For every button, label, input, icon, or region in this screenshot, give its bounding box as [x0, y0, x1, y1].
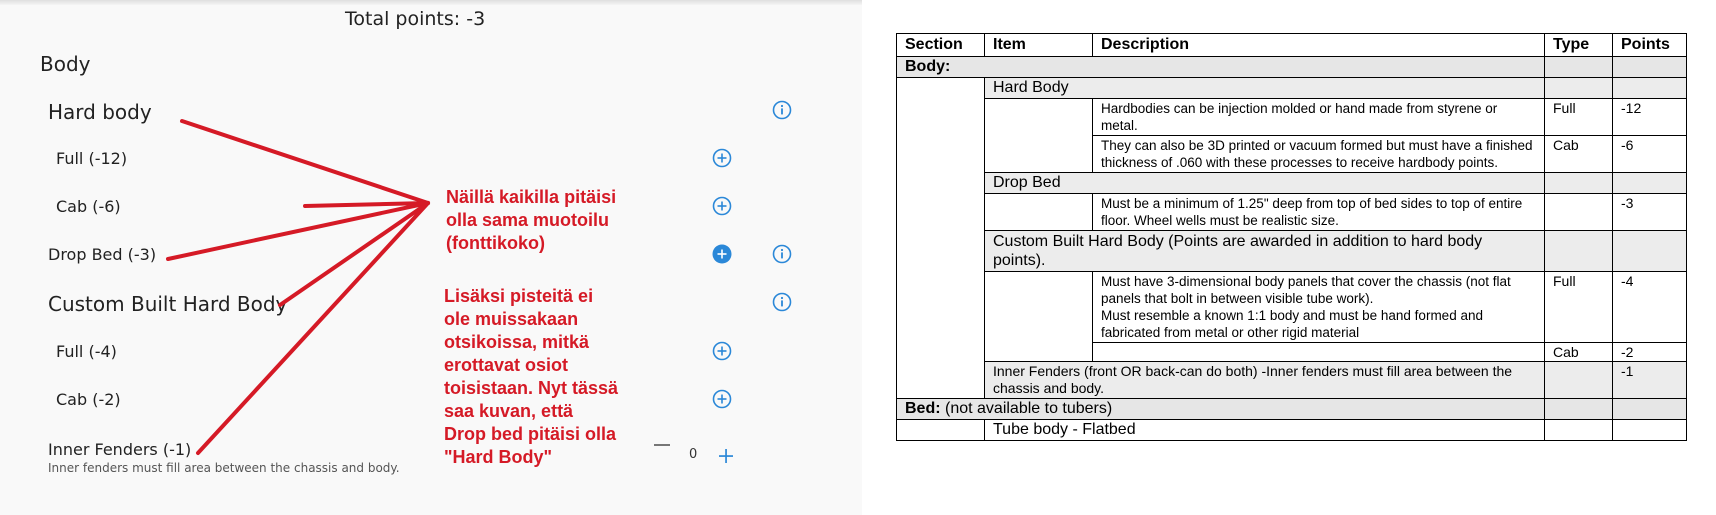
window-top-edge: [0, 0, 862, 5]
table-row: Drop Bed: [897, 172, 1687, 194]
item-inner-fenders: Inner Fenders (-1): [48, 440, 192, 459]
desc-cell: Hardbodies can be injection molded or ha…: [1092, 98, 1545, 136]
col-header-item: Item: [984, 33, 1093, 57]
type-cell: Full: [1544, 98, 1613, 136]
item-drop-bed: Drop Bed (-3): [48, 245, 157, 264]
info-icon[interactable]: [771, 99, 793, 121]
stepper-increment-button[interactable]: [715, 445, 737, 467]
info-icon[interactable]: [771, 243, 793, 265]
item-cell-custom-built: Custom Built Hard Body (Points are award…: [984, 230, 1545, 272]
add-circle-icon[interactable]: [711, 147, 733, 169]
rules-table: Section Item Description Type Points Bod…: [896, 33, 1687, 441]
document-crop-edge: [862, 470, 1716, 515]
table-row: Inner Fenders (front OR back-can do both…: [897, 361, 1687, 399]
group-title-hard-body: Hard body: [48, 100, 152, 124]
points-cell: -1: [1612, 361, 1687, 399]
rules-document-pane: Section Item Description Type Points Bod…: [862, 0, 1716, 515]
table-row: Must be a minimum of 1.25" deep from top…: [897, 193, 1687, 231]
item-full-12: Full (-12): [56, 149, 128, 168]
group-title-custom-built: Custom Built Hard Body: [48, 292, 288, 316]
info-icon[interactable]: [771, 291, 793, 313]
col-header-type: Type: [1544, 33, 1613, 57]
item-cell-cut-off: Tube body - Flatbed: [984, 419, 1545, 441]
points-cell: -4: [1612, 271, 1687, 343]
table-row: Custom Built Hard Body (Points are award…: [897, 230, 1687, 272]
item-cell-inner-fenders: Inner Fenders (front OR back-can do both…: [984, 361, 1545, 399]
section-cell-bed: Bed: (not available to tubers): [896, 398, 1545, 420]
points-app-pane: Total points: -3 Body Hard body Full (-1…: [0, 0, 862, 475]
add-circle-icon[interactable]: [711, 388, 733, 410]
item-cell-hard-body: Hard Body: [984, 77, 1545, 99]
annotation-text-formatting: Näillä kaikilla pitäisi olla sama muotoi…: [446, 187, 617, 253]
add-circle-icon[interactable]: [711, 195, 733, 217]
section-cell-body: Body:: [896, 56, 1545, 78]
total-points-label: Total points: -3: [345, 8, 486, 30]
add-circle-filled-icon[interactable]: [711, 243, 733, 265]
stepper-value: 0: [689, 447, 698, 462]
table-row: They can also be 3D printed or vacuum fo…: [897, 135, 1687, 173]
table-header-row: Section Item Description Type Points: [896, 33, 1687, 57]
item-inner-fenders-note: Inner fenders must fill area between the…: [48, 461, 400, 475]
points-cell: -3: [1612, 193, 1687, 231]
col-header-points: Points: [1612, 33, 1687, 57]
table-row: Hardbodies can be injection molded or ha…: [897, 98, 1687, 173]
type-cell: Full: [1544, 271, 1613, 343]
table-row: Tube body - Flatbed: [896, 419, 1687, 441]
table-row: Cab -2: [897, 342, 1687, 362]
annotation-text-points: Lisäksi pisteitä ei ole muissakaan otsik…: [444, 286, 619, 467]
col-header-section: Section: [896, 33, 985, 57]
desc-cell: Must have 3-dimensional body panels that…: [1092, 271, 1545, 343]
col-header-description: Description: [1092, 33, 1545, 57]
table-row: Body:: [896, 56, 1687, 78]
table-row: Must have 3-dimensional body panels that…: [897, 271, 1687, 362]
type-cell: Cab: [1544, 135, 1613, 173]
desc-cell: They can also be 3D printed or vacuum fo…: [1092, 135, 1545, 173]
item-cab-6: Cab (-6): [56, 197, 121, 216]
points-cell: -12: [1612, 98, 1687, 136]
type-cell: Cab: [1544, 342, 1613, 362]
stepper-decrement-button[interactable]: [654, 444, 670, 446]
item-cab-2: Cab (-2): [56, 390, 121, 409]
table-row: Hard Body: [896, 77, 1687, 399]
add-circle-icon[interactable]: [711, 340, 733, 362]
points-cell: -2: [1612, 342, 1687, 362]
section-title-body: Body: [40, 52, 91, 76]
desc-cell: Must be a minimum of 1.25" deep from top…: [1092, 193, 1545, 231]
item-full-4: Full (-4): [56, 342, 117, 361]
points-cell: -6: [1612, 135, 1687, 173]
item-cell-drop-bed: Drop Bed: [984, 172, 1545, 194]
table-row: Bed: (not available to tubers): [896, 398, 1687, 420]
